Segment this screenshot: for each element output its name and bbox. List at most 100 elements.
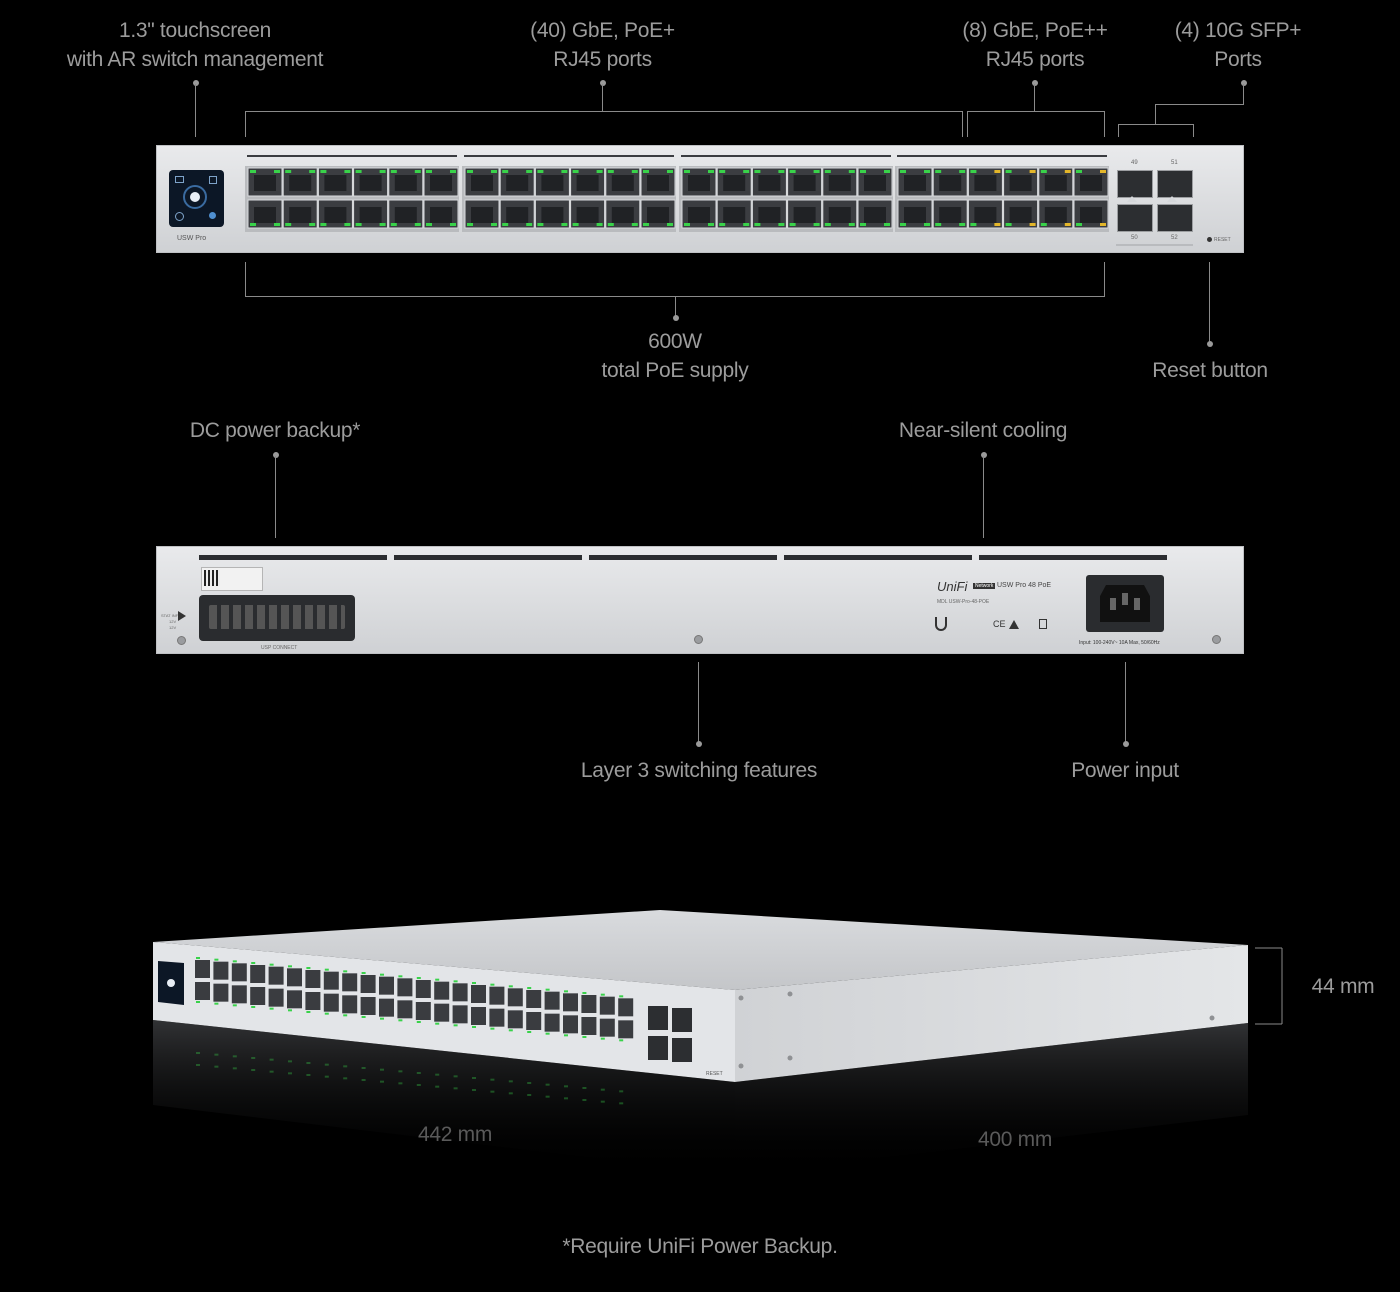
rj45-port-socket [1080,175,1102,191]
callout-line [1034,84,1035,112]
rj45-port-socket [904,175,926,191]
label-touchscreen: 1.3" touchscreen with AR switch manageme… [66,19,324,71]
perspective-rj45-port [268,988,284,1007]
perspective-reflection-led [232,1067,237,1070]
port-status-led [743,223,750,226]
port-status-led [994,170,1001,173]
vent-slot [589,555,777,560]
perspective-rj45-port [342,973,358,992]
mdl-text: MDL USW-Pro-48-POE [937,599,990,605]
callout-dot [1032,80,1038,86]
perspective-reflection-led [508,1080,513,1083]
perspective-rj45-port [489,1008,505,1027]
power-socket[interactable] [1086,575,1164,632]
perspective-reflection-led [416,1072,421,1074]
port-status-led [274,170,280,173]
perspective-port-led [564,990,568,993]
perspective-port-led [214,958,219,961]
port-status-led [426,223,432,226]
sfp-underline [1116,244,1193,246]
screw-icon [1212,635,1221,644]
perspective-rj45-port [379,998,394,1017]
sfp-arrow-icon [1127,196,1137,202]
perspective-port-led [343,970,348,973]
port-status-led [607,170,614,173]
perspective-rj45-port [213,983,229,1002]
socket-pin [1122,593,1128,605]
perspective-reflection-led [269,1070,274,1073]
port-status-led [667,170,673,173]
perspective-port-led [582,1036,587,1038]
perspective-rj45-port [618,1020,634,1039]
port-status-led [643,170,649,173]
port-status-led [572,170,579,173]
callout-line [1125,662,1126,742]
sfp-port-49[interactable] [1117,170,1153,198]
callout-dot [1123,741,1129,747]
port-status-led [1100,170,1106,173]
perspective-rj45-port [360,997,376,1015]
perspective-port-led [232,1004,237,1007]
perspective-rj45-port [379,976,394,995]
port-status-led [355,223,362,226]
usp-connector[interactable] [199,595,355,641]
perspective-port-led [306,967,311,969]
perspective-rj45-port [287,968,302,987]
perspective-reflection-led [306,1062,311,1064]
port-status-led [778,170,785,173]
perspective-rj45-port [250,987,266,1005]
perspective-reflection-led [398,1082,403,1085]
rj45-port-socket [688,207,710,223]
callout-dot [1241,80,1247,86]
rj45-port-socket [939,175,962,191]
port-status-led [848,223,855,226]
perspective-rj45-port [563,1015,578,1034]
vent-slot [394,555,582,560]
perspective-port-led [380,1017,384,1020]
rj45-port-socket [1080,207,1102,223]
screw-icon [738,1063,744,1069]
label-width: 442 mm [417,1123,493,1146]
touchscreen-icon-topleft [175,176,184,183]
perspective-port-led [600,1037,605,1040]
certification-ce-icon: CE [993,619,1006,629]
perspective-reflection-led [251,1057,256,1059]
perspective-port-led [435,978,440,981]
callout-dot [193,80,199,86]
sfp-port-51[interactable] [1157,170,1193,198]
perspective-port-led [453,1024,458,1027]
port-status-led [1029,223,1036,226]
port-status-led [526,223,533,226]
callout-dot [673,315,679,321]
footnote: *Require UniFi Power Backup. [562,1235,838,1258]
callout-line [1155,104,1156,124]
perspective-rj45-port [452,983,468,1002]
perspective-reflection-led [361,1079,366,1081]
sfp-port-52[interactable] [1157,204,1193,232]
port-status-led [719,223,726,226]
perspective-reflection-led [564,1085,568,1088]
port-status-led [970,170,977,173]
touchscreen-display[interactable] [169,170,224,227]
port-status-led [450,170,456,173]
perspective-reflection-led [416,1084,421,1086]
port-status-led [390,223,397,226]
port-status-led [994,223,1001,226]
sfp-port-50[interactable] [1117,204,1153,232]
reset-button[interactable] [1207,237,1212,242]
sfp-label-52: 52 [1171,235,1178,241]
port-status-led [824,170,831,173]
perspective-reflection-led [619,1102,624,1105]
perspective-port-led [416,977,421,979]
callout-dot [600,80,606,86]
rj45-port-array [245,155,1109,232]
rj45-port-socket [506,175,529,191]
bracket-poe [245,262,246,296]
perspective-reflection-led [214,1053,219,1056]
perspective-rj45-port [415,980,431,998]
label-reset-button: Reset button [1152,359,1268,382]
port-status-led [309,170,316,173]
perspective-reflection-led [453,1075,458,1078]
rj45-port-socket [758,175,781,191]
perspective-rj45-port [471,1007,486,1025]
